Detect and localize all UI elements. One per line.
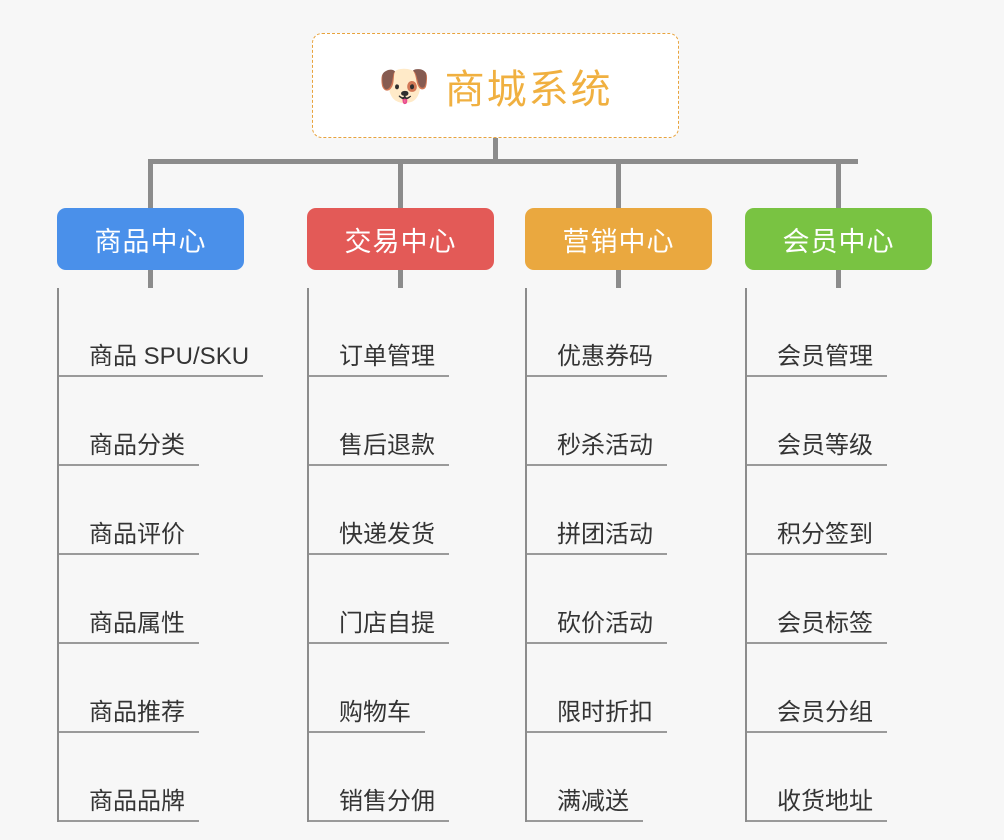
leaf-item[interactable]: 会员标签 (747, 555, 887, 644)
drop-connector-marketing-center (616, 159, 621, 209)
drop-connector-member-center (836, 159, 841, 209)
root-vertical-connector (493, 138, 498, 163)
drop-connector-trade-center (398, 159, 403, 209)
branch-header-trade-center[interactable]: 交易中心 (307, 208, 494, 270)
leaf-item[interactable]: 商品分类 (59, 377, 199, 466)
branch-header-label: 交易中心 (344, 226, 457, 257)
leaf-item-label: 积分签到 (777, 514, 873, 549)
leaf-item[interactable]: 拼团活动 (527, 466, 667, 555)
leaf-item[interactable]: 会员分组 (747, 644, 887, 733)
branch-stem-member-center (836, 270, 841, 288)
leaf-item-label: 会员分组 (777, 692, 873, 727)
drop-connector-product-center (148, 159, 153, 209)
leaf-item[interactable]: 快递发货 (309, 466, 449, 555)
leaf-item-label: 满减送 (557, 781, 629, 816)
leaf-list-trade-center: 订单管理售后退款快递发货门店自提购物车销售分佣 (307, 288, 527, 822)
leaf-item-label: 秒杀活动 (557, 425, 653, 460)
leaf-item-label: 砍价活动 (557, 603, 653, 638)
leaf-item[interactable]: 商品品牌 (59, 733, 199, 822)
leaf-item[interactable]: 购物车 (309, 644, 425, 733)
leaf-item[interactable]: 砍价活动 (527, 555, 667, 644)
horizontal-bus-connector (150, 159, 858, 164)
branch-trade-center: 交易中心订单管理售后退款快递发货门店自提购物车销售分佣 (307, 208, 527, 822)
leaf-item[interactable]: 订单管理 (309, 288, 449, 377)
branch-product-center: 商品中心商品 SPU/SKU 商品分类商品评价商品属性商品推荐商品品牌 (57, 208, 277, 822)
leaf-item-label: 商品推荐 (89, 692, 185, 727)
leaf-item-label: 商品品牌 (89, 781, 185, 816)
leaf-item[interactable]: 商品评价 (59, 466, 199, 555)
leaf-list-member-center: 会员管理会员等级积分签到会员标签会员分组收货地址 (745, 288, 965, 822)
leaf-item-label: 商品 SPU/SKU (89, 336, 250, 371)
leaf-item[interactable]: 会员管理 (747, 288, 887, 377)
leaf-item-label: 快递发货 (339, 514, 435, 549)
branch-stem-product-center (148, 270, 153, 288)
leaf-item[interactable]: 商品推荐 (59, 644, 199, 733)
leaf-item[interactable]: 限时折扣 (527, 644, 667, 733)
leaf-item-label: 会员管理 (777, 336, 873, 371)
leaf-item-label: 拼团活动 (557, 514, 653, 549)
leaf-item[interactable]: 积分签到 (747, 466, 887, 555)
leaf-item-label: 商品属性 (89, 603, 185, 638)
leaf-item-label: 订单管理 (339, 336, 435, 371)
leaf-item[interactable]: 售后退款 (309, 377, 449, 466)
leaf-item-label: 购物车 (339, 692, 411, 727)
branch-header-label: 营销中心 (562, 226, 675, 257)
branch-member-center: 会员中心会员管理会员等级积分签到会员标签会员分组收货地址 (745, 208, 965, 822)
leaf-item[interactable]: 销售分佣 (309, 733, 449, 822)
leaf-item[interactable]: 收货地址 (747, 733, 887, 822)
leaf-item-label: 售后退款 (339, 425, 435, 460)
leaf-item-label: 会员等级 (777, 425, 873, 460)
leaf-item[interactable]: 满减送 (527, 733, 643, 822)
branch-header-product-center[interactable]: 商品中心 (57, 208, 244, 270)
branch-header-member-center[interactable]: 会员中心 (745, 208, 932, 270)
leaf-item[interactable]: 优惠券码 (527, 288, 667, 377)
root-title: 商城系统 (444, 67, 613, 112)
dog-face-icon: 🐶 (378, 61, 431, 109)
leaf-item[interactable]: 商品属性 (59, 555, 199, 644)
leaf-item-label: 优惠券码 (557, 336, 653, 371)
branch-header-marketing-center[interactable]: 营销中心 (525, 208, 712, 270)
root-node[interactable]: 🐶 商城系统 (312, 33, 679, 138)
leaf-item-label: 商品评价 (89, 514, 185, 549)
leaf-item-label: 收货地址 (777, 781, 873, 816)
leaf-item-label: 商品分类 (89, 425, 185, 460)
leaf-item-label: 限时折扣 (557, 692, 653, 727)
leaf-list-marketing-center: 优惠券码秒杀活动拼团活动砍价活动限时折扣满减送 (525, 288, 745, 822)
branch-header-label: 会员中心 (782, 226, 895, 257)
branch-stem-trade-center (398, 270, 403, 288)
leaf-item-label: 会员标签 (777, 603, 873, 638)
leaf-item[interactable]: 秒杀活动 (527, 377, 667, 466)
leaf-item[interactable]: 门店自提 (309, 555, 449, 644)
leaf-list-product-center: 商品 SPU/SKU 商品分类商品评价商品属性商品推荐商品品牌 (57, 288, 277, 822)
branch-marketing-center: 营销中心优惠券码秒杀活动拼团活动砍价活动限时折扣满减送 (525, 208, 745, 822)
branch-stem-marketing-center (616, 270, 621, 288)
leaf-item-label: 销售分佣 (339, 781, 435, 816)
leaf-item-label: 门店自提 (339, 603, 435, 638)
branch-header-label: 商品中心 (94, 226, 207, 257)
leaf-item[interactable]: 商品 SPU/SKU (59, 288, 263, 377)
leaf-item[interactable]: 会员等级 (747, 377, 887, 466)
